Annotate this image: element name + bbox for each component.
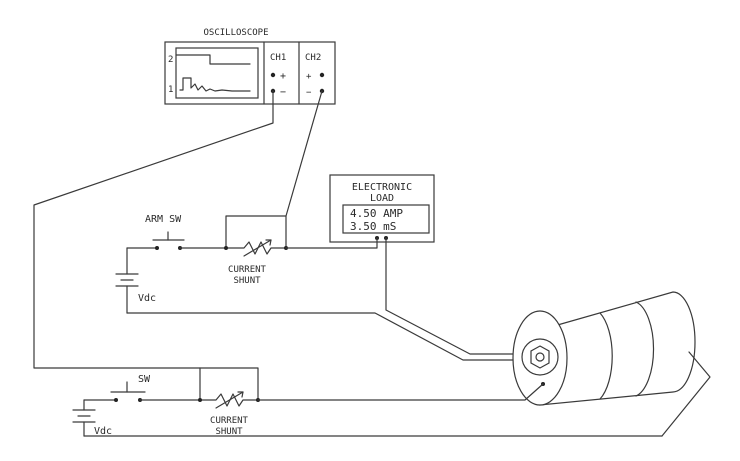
electronic-load: ELECTRONIC LOAD 4.50 AMP 3.50 mS <box>329 174 435 243</box>
motor-band <box>635 301 655 397</box>
ch2-probe-lead <box>285 90 323 217</box>
lower-shunt-label: CURRENT <box>210 416 249 426</box>
motor-shaft-nut <box>530 345 550 369</box>
electronic-load-display <box>342 204 430 234</box>
trace-2-waveform <box>175 54 251 65</box>
electronic-load-title: ELECTRONIC <box>352 182 412 193</box>
upper-current-shunt <box>225 241 287 255</box>
upper-shunt-terminal <box>224 246 228 250</box>
upper-return-wire <box>126 312 528 361</box>
upper-shunt-sense-loop <box>225 215 287 249</box>
load-lead-to-motor <box>385 237 528 355</box>
load-current-reading: 4.50 AMP <box>350 207 403 220</box>
ch2-minus-label: − <box>306 88 312 98</box>
ch2-plus-terminal <box>319 72 325 78</box>
ch1-plus-terminal <box>270 72 276 78</box>
lower-shunt-label: SHUNT <box>215 427 243 437</box>
upper-wire-to-load <box>285 237 378 249</box>
trace-2-label: 2 <box>168 55 173 65</box>
arm-switch-label: ARM SW <box>145 214 182 225</box>
trace-1-label: 1 <box>168 85 173 95</box>
motor-body <box>539 291 696 406</box>
ch2-label: CH2 <box>305 53 321 63</box>
ch1-label: CH1 <box>270 53 286 63</box>
lower-shunt-sense-loop <box>199 367 259 401</box>
oscilloscope-title: OSCILLOSCOPE <box>203 28 268 38</box>
motor-band <box>599 312 613 400</box>
lower-circuit: SW CURRENT SHUNT Vdc <box>72 367 663 437</box>
lower-supply-label: Vdc <box>94 426 112 437</box>
ch1-minus-label: − <box>280 87 286 98</box>
upper-shunt-arrowhead <box>265 239 272 246</box>
motor <box>512 291 711 437</box>
oscilloscope-screen <box>175 47 259 99</box>
upper-circuit: ARM SW CURRENT SHUNT Vdc <box>115 214 528 361</box>
upper-supply-label: Vdc <box>138 293 156 304</box>
upper-shunt-label: CURRENT <box>228 265 267 275</box>
motor-end-ring <box>521 338 559 376</box>
motor-shaft <box>535 352 545 362</box>
lower-shunt-arrowhead <box>237 391 244 398</box>
ch1-probe-lead <box>33 90 274 369</box>
lower-switch-contact <box>114 398 118 402</box>
lower-wire-to-motor <box>257 383 544 401</box>
ch2-plus-label: + <box>306 72 312 82</box>
load-time-reading: 3.50 mS <box>350 220 396 233</box>
lower-shunt-terminal <box>198 398 202 402</box>
ch1-plus-label: + <box>280 71 286 82</box>
motor-ground-wire <box>661 351 711 437</box>
upper-shunt-arrow <box>243 239 272 257</box>
lower-shunt-arrow <box>215 391 244 409</box>
trace-1-waveform <box>179 77 251 92</box>
lower-switch-label: SW <box>138 374 151 385</box>
oscilloscope: OSCILLOSCOPE 2 1 CH1 CH2 + − + − <box>164 28 336 105</box>
arm-switch-contact <box>155 246 159 250</box>
electronic-load-title: LOAD <box>370 193 394 204</box>
upper-shunt-label: SHUNT <box>233 276 261 286</box>
